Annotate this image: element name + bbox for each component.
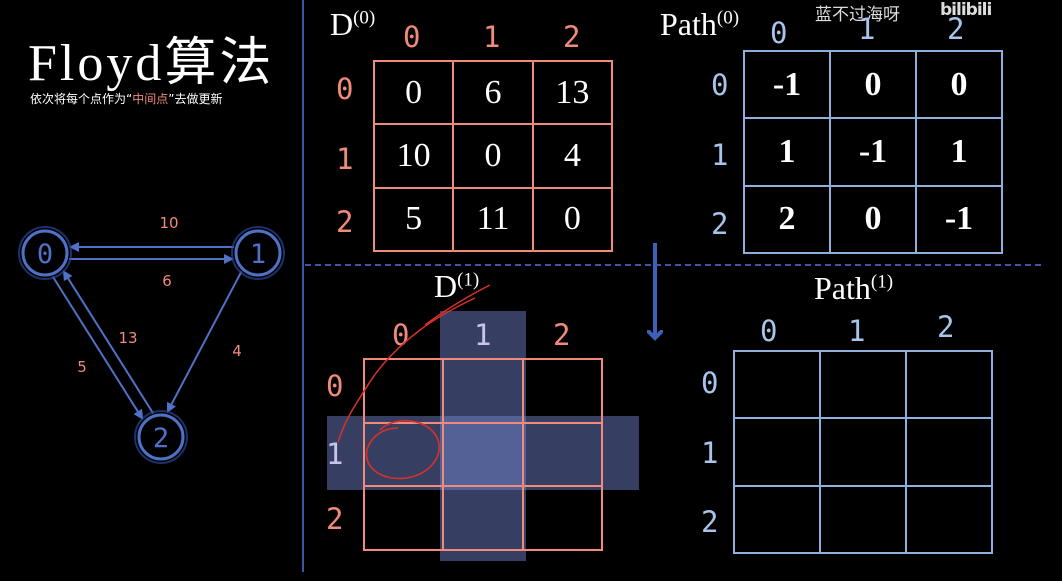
path0-row-header-1: 1 — [711, 138, 729, 172]
edge-weight-0-1: 6 — [162, 272, 172, 290]
path0-cell: 0 — [829, 184, 917, 255]
page-title: Floyd算法 — [28, 35, 275, 92]
path0-cell: -1 — [915, 184, 1003, 255]
d1-cell — [521, 485, 604, 551]
d1-cell — [521, 421, 604, 488]
path1-row-header-0: 0 — [701, 366, 719, 400]
path0-cell: -1 — [829, 117, 917, 187]
path1-matrix — [733, 349, 993, 555]
path1-cell — [733, 484, 821, 555]
path0-row-header-0: 0 — [711, 68, 729, 102]
d0-cell: 13 — [531, 59, 614, 126]
d0-cell: 0 — [452, 123, 534, 189]
d1-row-header-0: 0 — [326, 369, 344, 403]
path0-cell: 2 — [743, 184, 831, 255]
path1-col-header-1: 1 — [848, 314, 866, 348]
path1-col-header-0: 0 — [760, 314, 778, 348]
path1-cell — [905, 417, 993, 487]
path1-cell — [733, 417, 821, 487]
d0-row-header-2: 2 — [336, 205, 354, 239]
path0-cell: -1 — [743, 49, 831, 120]
d1-col-header-1: 1 — [474, 318, 492, 352]
graph-edge-0-2 — [51, 275, 144, 420]
path1-cell — [733, 349, 821, 420]
d0-col-header-0: 0 — [403, 20, 421, 54]
d0-row-header-0: 0 — [336, 72, 354, 106]
path1-cell — [905, 484, 993, 555]
path0-cell: 1 — [915, 117, 1003, 187]
path1-label: Path(1) — [814, 270, 894, 306]
edge-weight-1-2: 4 — [232, 342, 242, 360]
d1-row-header-2: 2 — [326, 502, 344, 536]
d1-label: D(1) — [434, 268, 480, 304]
graph-edge-1-2 — [166, 270, 243, 413]
d0-row-header-1: 1 — [336, 142, 354, 176]
path0-cell: 0 — [829, 49, 917, 120]
bilibili-logo: bilibili — [940, 0, 992, 20]
edge-weight-0-2: 13 — [118, 329, 137, 347]
d0-matrix: 0 6 13 10 0 4 5 11 0 — [372, 59, 614, 253]
d1-row-header-1: 1 — [326, 437, 344, 471]
d0-col-header-2: 2 — [563, 20, 581, 54]
graph-node-0-label: 0 — [37, 239, 53, 270]
path0-col-header-2: 2 — [947, 12, 965, 46]
edge-weight-1-0: 10 — [159, 214, 178, 232]
path0-cell: 1 — [743, 117, 831, 187]
path1-row-header-2: 2 — [701, 505, 719, 539]
subtitle: 依次将每个点作为“中间点”去做更新 — [30, 92, 223, 106]
d0-col-header-1: 1 — [483, 20, 501, 54]
graph-node-1: 1 — [231, 226, 285, 280]
d0-cell: 10 — [372, 123, 455, 189]
d1-cell — [442, 485, 524, 551]
d1-cell — [362, 421, 445, 488]
graph-node-1-label: 1 — [250, 239, 266, 270]
d1-matrix — [362, 358, 604, 551]
subtitle-highlight: 中间点 — [132, 92, 169, 106]
edge-weight-2-0: 5 — [77, 358, 87, 376]
d1-cell — [362, 358, 445, 424]
graph-node-2: 2 — [134, 410, 188, 464]
path0-label: Path(0) — [660, 6, 740, 42]
path0-cell: 0 — [915, 49, 1003, 120]
d0-cell: 4 — [531, 123, 614, 189]
d0-label: D(0) — [330, 6, 376, 42]
path1-cell — [819, 417, 907, 487]
graph-node-2-label: 2 — [153, 423, 169, 454]
path1-col-header-2: 2 — [937, 310, 955, 344]
path0-col-header-0: 0 — [770, 16, 788, 50]
d0-cell: 11 — [452, 186, 534, 253]
d0-cell: 5 — [372, 186, 455, 253]
d0-cell: 0 — [531, 186, 614, 253]
d1-cell — [442, 358, 524, 424]
path1-cell — [819, 484, 907, 555]
path0-row-header-2: 2 — [711, 207, 729, 241]
graph-node-0: 0 — [18, 226, 72, 280]
path1-row-header-1: 1 — [701, 436, 719, 470]
path0-matrix: -1 0 0 1 -1 1 2 0 -1 — [743, 49, 1003, 255]
path1-cell — [819, 349, 907, 420]
graph-edge-2-0 — [62, 270, 155, 415]
d1-col-header-0: 0 — [392, 318, 410, 352]
watermark: 蓝不过海呀 — [815, 5, 900, 25]
d1-cell — [521, 358, 604, 424]
d0-cell: 6 — [452, 59, 534, 126]
path1-cell — [905, 349, 993, 420]
d1-col-header-2: 2 — [553, 318, 571, 352]
d1-cell — [442, 421, 524, 488]
d0-cell: 0 — [372, 59, 455, 126]
d1-cell — [362, 485, 445, 551]
path0-col-header-1: 1 — [858, 12, 876, 46]
